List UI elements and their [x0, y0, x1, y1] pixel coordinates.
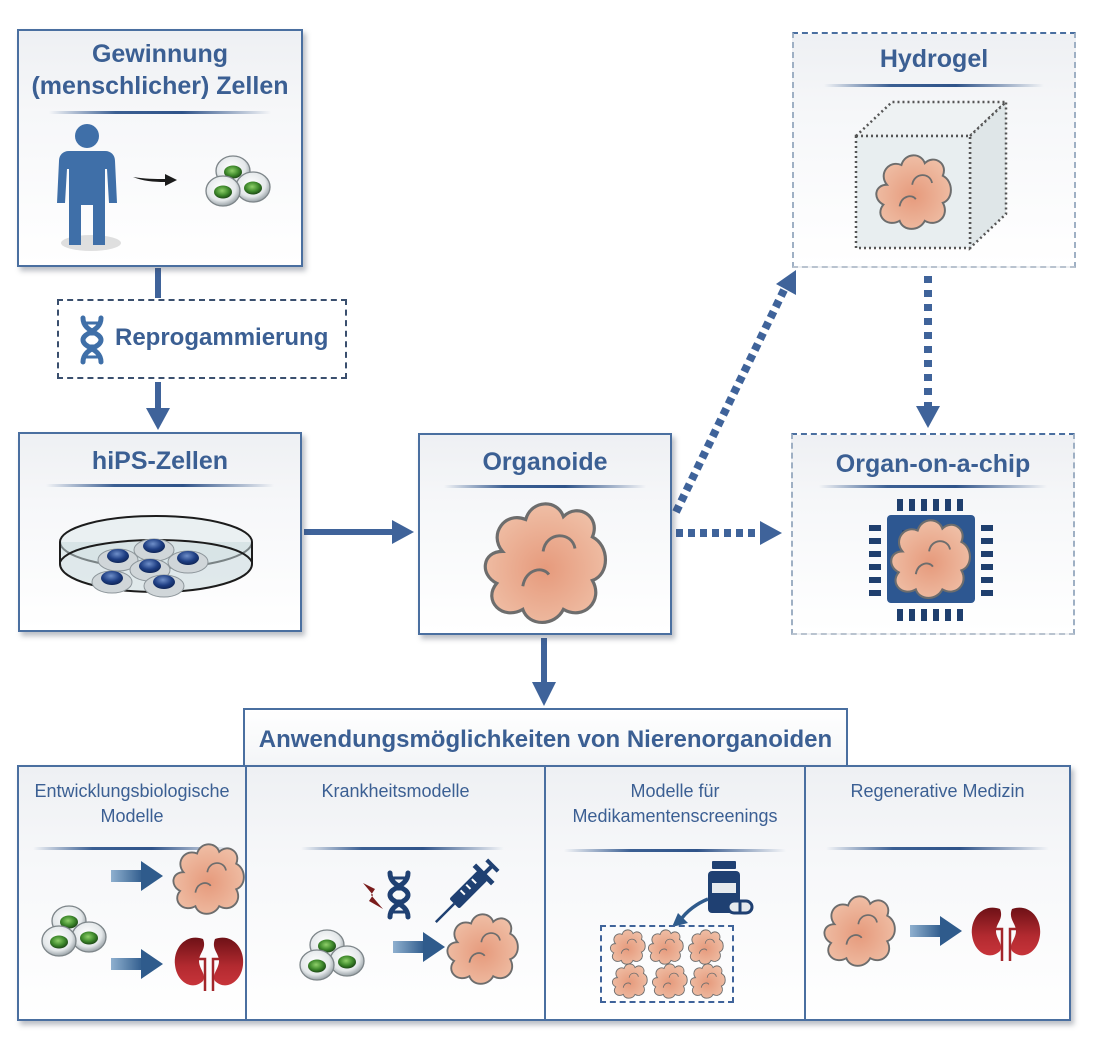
- kidney-icon: [970, 906, 1042, 963]
- organoid-icon: [823, 895, 896, 967]
- organoide-title: Organoide: [482, 448, 608, 476]
- arrow-head: [760, 521, 782, 545]
- application-disease-models: Krankheitsmodelle: [247, 767, 546, 1019]
- cells-icon: [33, 899, 113, 969]
- chip-icon: [869, 499, 993, 621]
- organoid-icon: [446, 913, 519, 985]
- kidney-icon: [173, 936, 245, 993]
- application-drug-screening: Modelle für Medikamentenscreenings: [546, 767, 806, 1019]
- applications-header-title: Anwendungsmöglichkeiten von Nierenorgano…: [258, 726, 833, 753]
- organoid-icon: [483, 502, 608, 625]
- application-title-line1: Entwicklungsbiologische: [34, 781, 230, 801]
- syringe-icon: [434, 858, 500, 924]
- title-divider: [301, 847, 504, 850]
- arrow-right-icon: [111, 861, 163, 891]
- person-icon: [57, 124, 121, 251]
- application-regenerative-medicine: Regenerative Medizin: [806, 767, 1069, 1019]
- application-developmental-models: Entwicklungsbiologische Modelle: [19, 767, 247, 1019]
- dotted-connector: [672, 288, 788, 514]
- cells-icon: [291, 923, 371, 993]
- organoide-box: Organoide: [418, 433, 672, 635]
- medication-icon: [708, 861, 754, 915]
- applications-header: Anwendungsmöglichkeiten von Nierenorgano…: [243, 708, 848, 766]
- organ-on-chip-title: Organ-on-a-chip: [835, 450, 1031, 478]
- gewinnung-title-line2: (menschlicher) Zellen: [31, 72, 289, 100]
- title-divider: [826, 847, 1049, 850]
- arrow-icon: [133, 174, 177, 186]
- application-title: Regenerative Medizin: [850, 781, 1025, 801]
- application-title-line2: Medikamentenscreenings: [572, 806, 778, 826]
- hydrogel-box: Hydrogel: [792, 32, 1076, 268]
- arrow-right-icon: [111, 949, 163, 979]
- arrow-head: [532, 682, 556, 706]
- hydrogel-title: Hydrogel: [879, 45, 989, 73]
- hydrogel-cube-icon: [852, 99, 1010, 251]
- hips-box: hiPS-Zellen: [18, 432, 302, 632]
- arrow-head: [916, 406, 940, 428]
- stem-cells: [91, 538, 209, 598]
- application-title-line2: Modelle: [100, 806, 164, 826]
- title-divider: [46, 484, 274, 487]
- title-divider: [819, 485, 1047, 488]
- gewinnung-box: Gewinnung (menschlicher) Zellen: [17, 29, 303, 267]
- gewinnung-title-line1: Gewinnung: [91, 40, 229, 68]
- reprogrammierung-label: Reprogammierung: [115, 324, 329, 351]
- organoid-array-icon: [609, 929, 726, 999]
- organoid-icon: [172, 843, 245, 915]
- title-divider: [824, 84, 1044, 87]
- arrow-head: [146, 408, 170, 430]
- dna-icon: [77, 310, 107, 370]
- arrow-head: [392, 520, 414, 544]
- dna-icon: [384, 863, 414, 923]
- title-divider: [49, 111, 271, 114]
- title-divider: [33, 847, 231, 850]
- title-divider: [564, 849, 786, 852]
- title-divider: [444, 485, 646, 488]
- cells-icon: [199, 149, 279, 219]
- petri-dish-icon: [59, 515, 253, 598]
- lightning-icon: [363, 883, 383, 909]
- arrow-head: [776, 270, 796, 295]
- well-plate: [600, 925, 734, 1003]
- curved-arrow-icon: [672, 897, 709, 927]
- application-title-line1: Modelle für: [630, 781, 720, 801]
- application-title: Krankheitsmodelle: [321, 781, 470, 801]
- reprogrammierung-box: Reprogammierung: [57, 299, 347, 379]
- organ-on-chip-box: Organ-on-a-chip: [791, 433, 1075, 635]
- hips-title: hiPS-Zellen: [91, 447, 229, 475]
- arrow-right-icon: [910, 916, 962, 946]
